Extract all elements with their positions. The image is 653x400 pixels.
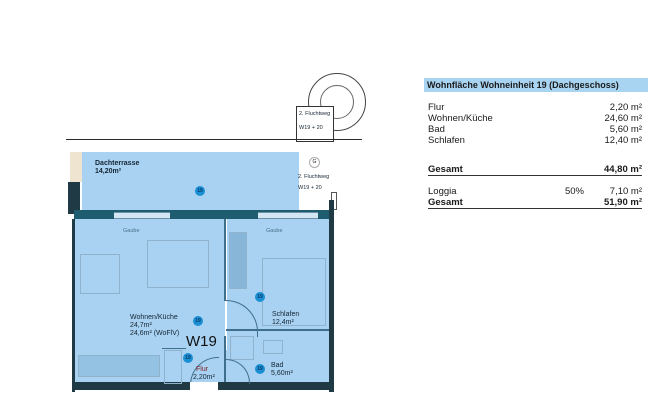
wall-bed-bath [226, 329, 329, 331]
dormer-label-right: Gaube [266, 228, 283, 234]
room-terrace [82, 152, 299, 210]
area-row-total: Gesamt 51,90 m² [428, 197, 642, 208]
room-area: 12,40 m² [604, 135, 643, 146]
total-area: 51,90 m² [603, 197, 642, 208]
wall-bottom-right [218, 382, 334, 390]
area-row-flur: Flur 2,20 m² [428, 102, 642, 113]
unit-label: W19 [186, 333, 217, 350]
window-left [114, 212, 170, 219]
shower [230, 336, 254, 360]
unit-marker-terrace: 19 [195, 186, 205, 196]
unit-marker-bedroom: 19 [255, 292, 265, 302]
area-row-subtotal: Gesamt 44,80 m² [428, 164, 642, 175]
dining-table [80, 254, 120, 294]
terrace-name: Dachterrasse [95, 160, 140, 167]
entrance-gap [190, 382, 218, 390]
wall-left-upper [68, 182, 80, 214]
spiral-staircase-inner [320, 85, 354, 119]
bath-sink [263, 340, 283, 354]
unit-marker-hall: 19 [183, 353, 193, 363]
total-underline [428, 208, 642, 209]
spiral-staircase [308, 73, 366, 131]
loggia-area: 7,10 m² [609, 186, 642, 197]
subtotal-label: Gesamt [428, 164, 463, 175]
room-name: Bad [428, 124, 445, 135]
unit-marker-bath: 19 [255, 364, 265, 374]
wall-right [329, 200, 334, 392]
wall-partition-vertical-upper [224, 219, 226, 301]
bedroom-name: Schlafen [272, 311, 300, 318]
dormer-label-left: Gaube [123, 228, 140, 234]
room-area: 2,20 m² [609, 102, 642, 113]
area-row-schlafen: Schlafen 12,40 m² [428, 135, 642, 146]
escape-route-top-line2: W19 + 20 [299, 125, 323, 131]
g-symbol-circle: G [309, 157, 320, 168]
roof-edge-line [66, 139, 362, 140]
room-area: 24,60 m² [604, 113, 643, 124]
kitchen-counter [78, 355, 160, 377]
terrace-left-edge [70, 152, 82, 182]
bath-area: 5,60m² [271, 370, 293, 377]
wall-hall-top [162, 348, 186, 349]
window-right [258, 212, 318, 219]
wall-bottom-left [72, 382, 190, 390]
hall-name: Flur [196, 366, 209, 373]
living-area: 24,7m² [130, 322, 152, 329]
hall-area: 2,20m² [193, 374, 215, 381]
area-row-bad: Bad 5,60 m² [428, 124, 642, 135]
unit-marker-living: 19 [193, 316, 203, 326]
escape-route-box-top [296, 106, 334, 142]
terrace-area: 14,20m² [95, 168, 122, 175]
wall-left [72, 219, 75, 392]
shoe-rack [164, 350, 182, 384]
wall-top [74, 210, 330, 219]
room-name: Schlafen [428, 135, 465, 146]
room-name: Wohnen/Küche [428, 113, 493, 124]
living-area-wofiv: 24,6m² (WoFlV) [130, 330, 180, 337]
subtotal-underline [428, 175, 642, 176]
bath-name: Bad [271, 362, 284, 369]
area-row-loggia: Loggia 50% 7,10 m² [428, 186, 642, 197]
subtotal-area: 44,80 m² [603, 164, 642, 175]
room-area: 5,60 m² [609, 124, 642, 135]
total-label: Gesamt [428, 197, 463, 208]
escape-route-top-line1: 2. Fluchtweg [299, 111, 331, 117]
area-row-wohnen-kueche: Wohnen/Küche 24,60 m² [428, 113, 642, 124]
escape-route-side-line2: W19 + 20 [298, 185, 322, 191]
sofa [147, 240, 209, 288]
living-name: Wohnen/Küche [130, 314, 178, 321]
loggia-label: Loggia [428, 186, 457, 197]
area-table-title: Wohnfläche Wohneinheit 19 (Dachgeschoss) [424, 78, 648, 92]
area-table: Wohnfläche Wohneinheit 19 (Dachgeschoss)… [424, 78, 648, 209]
wardrobe [229, 232, 247, 289]
loggia-percent: 50% [564, 186, 584, 197]
bedroom-area: 12,4m² [272, 319, 294, 326]
room-name: Flur [428, 102, 445, 113]
escape-route-side-line1: 2. Fluchtweg [298, 174, 330, 180]
